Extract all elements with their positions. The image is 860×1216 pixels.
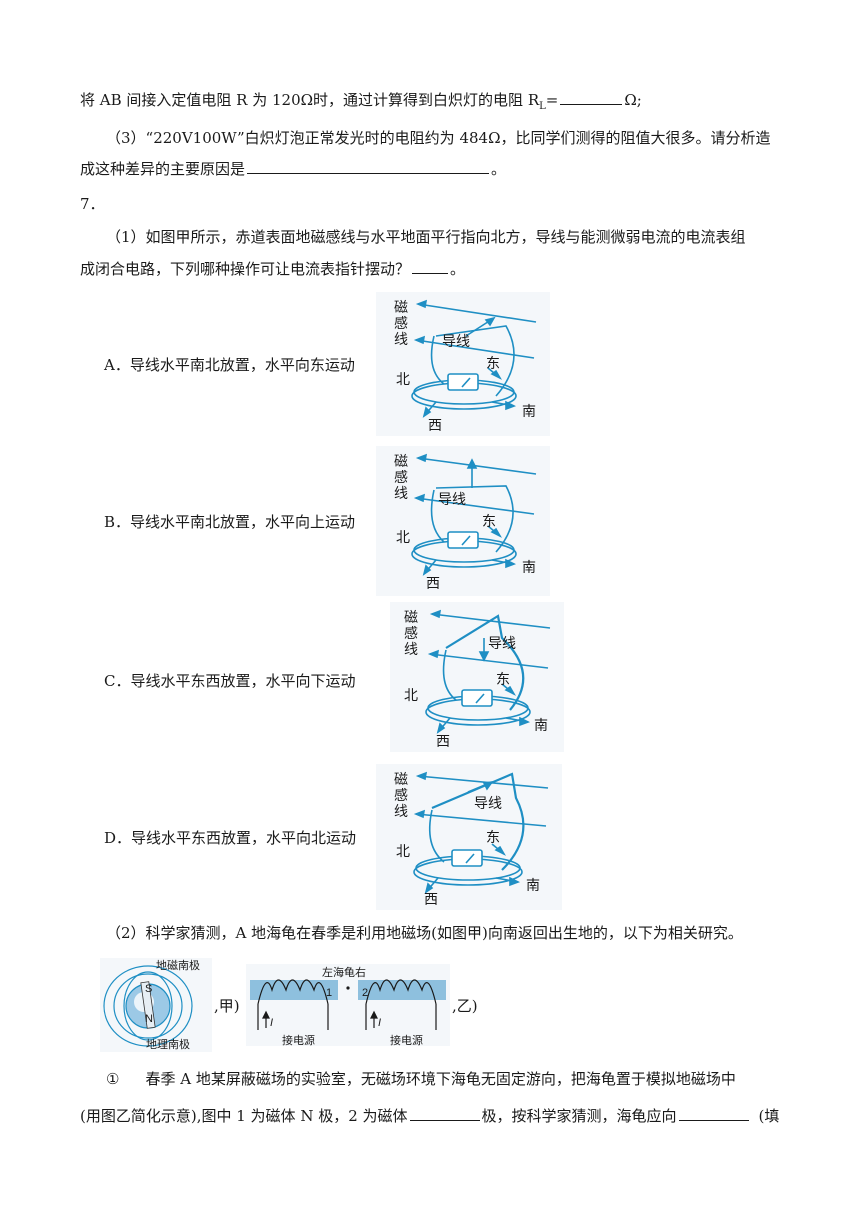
option-b[interactable]: B．导线水平南北放置，水平向上运动	[104, 513, 356, 531]
fig-c-west: 西	[436, 734, 450, 750]
fig-jia-geo-south-pole: 地理南极	[146, 1037, 190, 1051]
fig-d-wire: 导线	[474, 796, 502, 812]
fig-b-south: 南	[522, 560, 536, 576]
q7-1-line-b-end: 。	[450, 260, 466, 278]
question-3-cont: 成这种差异的主要原因是 。	[80, 157, 506, 180]
fig-c-field-2: 感	[404, 625, 418, 642]
question-7-2-text: （2）科学家猜测，A 地海龟在春季是利用地磁场(如图甲)向南返回出生地的，以下为…	[106, 924, 743, 942]
q7-1-line-b-text: 成闭合电路，下列哪种操作可让电流表指针摆动？	[80, 260, 411, 278]
circle-one-marker: ①	[106, 1070, 120, 1088]
line1-after: =	[545, 91, 559, 109]
fig-d-field-3: 线	[394, 804, 408, 820]
fig-jia-s: S	[145, 983, 152, 995]
fig-b-field-3: 线	[394, 486, 408, 502]
fig-a-west: 西	[428, 418, 442, 434]
figure-option-c: 磁 感 线 导线 东 北 南 西	[390, 602, 564, 752]
line3-end: 。	[491, 160, 507, 178]
question-7-2-1-line-b: (用图乙简化示意),图中 1 为磁体 N 极，2 为磁体 极，按科学家猜测，海龟应…	[80, 1104, 779, 1127]
fig-a-field-2: 感	[394, 315, 408, 332]
fig-c-wire: 导线	[488, 636, 516, 652]
fig-c-east: 东	[496, 672, 510, 688]
answer-blank-direction[interactable]	[678, 1104, 749, 1121]
fig-jia-n: N	[145, 1013, 153, 1025]
fig-yi-turtle: 左海龟右	[322, 965, 366, 979]
question-3-text: （3）“220V100W”白炽灯泡正常发光时的电阻约为 484Ω，比同学们测得的…	[106, 129, 771, 147]
option-c[interactable]: C．导线水平东西放置，水平向下运动	[104, 672, 356, 690]
fig-d-field-1: 磁	[394, 772, 408, 788]
fig-b-field-2: 感	[394, 469, 408, 486]
answer-blank-q7-1[interactable]	[412, 257, 449, 274]
question-7-number: 7．	[80, 195, 105, 213]
line1-unit: Ω;	[624, 91, 642, 109]
q7-2-1-line-b-start: (用图乙简化示意),图中 1 为磁体 N 极，2 为磁体	[80, 1107, 408, 1125]
fig-yi-pole-2: 2	[362, 987, 368, 999]
fig-c-field-3: 线	[404, 642, 418, 658]
line1-text: 将 AB 间接入定值电阻 R 为 120Ω时，通过计算得到白炽灯的电阻 R	[80, 91, 540, 109]
fig-a-east: 东	[486, 356, 500, 372]
line1-sub: L	[539, 101, 546, 112]
answer-blank-pole[interactable]	[409, 1104, 480, 1121]
figure-option-b: 磁 感 线 导线 东 北 南 西	[376, 446, 550, 596]
fig-a-wire: 导线	[442, 334, 470, 350]
figure-yi-caption: ,乙)	[452, 997, 478, 1015]
figure-yi-coils: 左海龟右 接电源 接电源 1 2 I I	[246, 964, 450, 1046]
fig-b-north: 北	[396, 530, 410, 546]
fig-yi-current-right: I	[378, 1017, 381, 1029]
fig-a-field-3: 线	[394, 332, 408, 348]
line-resistance-result: 将 AB 间接入定值电阻 R 为 120Ω时，通过计算得到白炽灯的电阻 RL= Ω…	[80, 88, 642, 118]
question-7-1-line-a: （1）如图甲所示，赤道表面地磁感线与水平地面平行指向北方，导线与能测微弱电流的电…	[106, 228, 746, 246]
fig-c-north: 北	[404, 688, 418, 704]
fig-b-field-1: 磁	[394, 454, 408, 470]
fig-d-field-2: 感	[394, 787, 408, 804]
fig-a-field-1: 磁	[394, 300, 408, 316]
q7-2-1-line-b-end: (填	[758, 1107, 780, 1125]
fig-jia-mag-south-pole: 地磁南极	[156, 958, 200, 972]
line3-text: 成这种差异的主要原因是	[80, 160, 246, 178]
figure-jia-earth-field: S N 地磁南极 地理南极	[100, 958, 212, 1052]
fig-d-east: 东	[486, 830, 500, 846]
fig-b-west: 西	[426, 576, 440, 592]
option-a[interactable]: A．导线水平南北放置，水平向东运动	[104, 356, 355, 374]
question-7-2-1-line-a: ① 春季 A 地某屏蔽磁场的实验室，无磁场环境下海龟无固定游向，把海龟置于模拟地磁…	[106, 1068, 736, 1090]
answer-blank-resistance[interactable]	[560, 88, 623, 105]
fig-a-south: 南	[522, 404, 536, 420]
fig-yi-power-left: 接电源	[282, 1033, 315, 1046]
figure-option-d: 磁 感 线 导线 东 北 南 西	[376, 764, 562, 910]
fig-yi-current-left: I	[270, 1017, 273, 1029]
fig-b-wire: 导线	[438, 492, 466, 508]
fig-a-north: 北	[396, 372, 410, 388]
fig-d-west: 西	[424, 892, 438, 908]
fig-c-south: 南	[534, 718, 548, 734]
fig-c-field-1: 磁	[404, 610, 418, 626]
fig-yi-pole-1: 1	[326, 987, 332, 999]
fig-yi-power-right: 接电源	[390, 1033, 423, 1046]
fig-b-east: 东	[482, 514, 496, 530]
answer-blank-reason[interactable]	[247, 157, 490, 174]
question-7-1-line-b: 成闭合电路，下列哪种操作可让电流表指针摆动？ 。	[80, 257, 465, 280]
figure-option-a: 磁 感 线 导线 东 北 南 西	[376, 292, 550, 436]
option-d[interactable]: D．导线水平东西放置，水平向北运动	[104, 829, 357, 847]
q7-2-1-line-b-mid: 极，按科学家猜测，海龟应向	[481, 1107, 677, 1125]
fig-d-north: 北	[396, 844, 410, 860]
figure-jia-caption: ,甲)	[214, 997, 240, 1015]
q7-2-1-line-a-text: 春季 A 地某屏蔽磁场的实验室，无磁场环境下海龟无固定游向，把海龟置于模拟地磁场…	[145, 1070, 736, 1088]
fig-d-south: 南	[526, 878, 540, 894]
